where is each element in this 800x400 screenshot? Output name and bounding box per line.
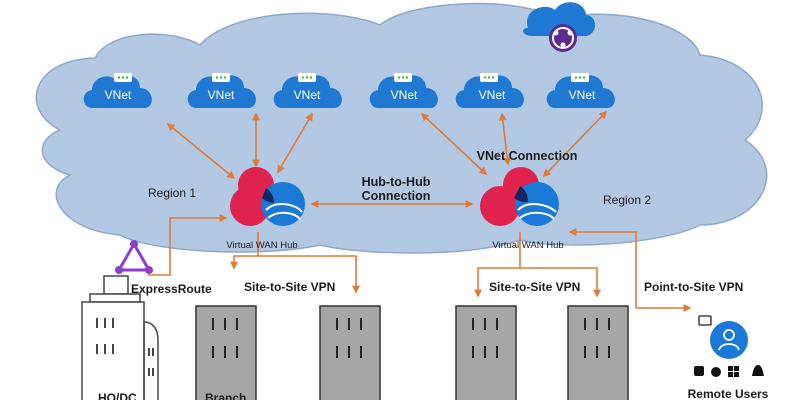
branch-building-3 bbox=[455, 305, 517, 400]
vnet-icon bbox=[114, 73, 132, 82]
virtual-wan-hub-right bbox=[480, 167, 559, 226]
apple-icon bbox=[711, 367, 721, 377]
vnet-label: VNet bbox=[208, 88, 235, 102]
branch-building-4 bbox=[567, 305, 629, 400]
vnet-label: VNet bbox=[294, 88, 321, 102]
remote-users-icon bbox=[698, 315, 748, 359]
vnet-label: VNet bbox=[105, 88, 132, 102]
vnet-3: VNet bbox=[273, 73, 342, 108]
branch-building-1 bbox=[195, 305, 257, 400]
expressroute-icon bbox=[115, 240, 153, 274]
region-1-label: Region 1 bbox=[148, 186, 196, 200]
p2s-label: Point-to-Site VPN bbox=[644, 280, 743, 294]
s2s-right-label: Site-to-Site VPN bbox=[489, 280, 580, 294]
windows-icon bbox=[728, 366, 739, 377]
azure-cloud-background bbox=[35, 2, 768, 254]
hq-dc-building bbox=[81, 275, 159, 400]
vnet-icon bbox=[212, 73, 230, 82]
azure-logo-icon bbox=[523, 2, 595, 52]
virtual-wan-hub-left bbox=[230, 167, 305, 226]
vnet-2: VNet bbox=[187, 73, 256, 108]
hub-to-hub-label: Hub-to-Hub bbox=[362, 175, 431, 189]
vnet-icon bbox=[394, 73, 412, 82]
hq-dc-label: HQ/DC bbox=[98, 391, 137, 400]
vnet-icon bbox=[298, 73, 316, 82]
branch-building-2 bbox=[319, 305, 381, 400]
expressroute-label: ExpressRoute bbox=[131, 282, 212, 296]
vnet-label: VNet bbox=[569, 88, 596, 102]
hub-left-label: Virtual WAN Hub bbox=[226, 240, 297, 251]
branch-label: Branch bbox=[205, 391, 246, 400]
remote-users-label: Remote Users bbox=[688, 387, 769, 400]
vnet-connection-label: VNet Connection bbox=[477, 149, 578, 163]
hub-right-label: Virtual WAN Hub bbox=[492, 240, 563, 251]
hub-to-hub-label-2: Connection bbox=[362, 189, 431, 203]
os-icons bbox=[694, 365, 764, 377]
region-2-label: Region 2 bbox=[603, 193, 651, 207]
vnet-label: VNet bbox=[479, 88, 506, 102]
vnet-label: VNet bbox=[391, 88, 418, 102]
vnet-4: VNet bbox=[369, 73, 438, 108]
vnet-icon bbox=[480, 73, 498, 82]
android-icon bbox=[694, 366, 704, 376]
linux-icon bbox=[752, 365, 764, 376]
vnet-hub-arrows bbox=[148, 110, 692, 312]
vnet-5: VNet bbox=[455, 73, 524, 108]
s2s-left-label: Site-to-Site VPN bbox=[244, 280, 335, 294]
vnet-1: VNet bbox=[83, 73, 152, 108]
vnet-icon bbox=[571, 73, 589, 82]
vnet-6: VNet bbox=[546, 73, 615, 108]
